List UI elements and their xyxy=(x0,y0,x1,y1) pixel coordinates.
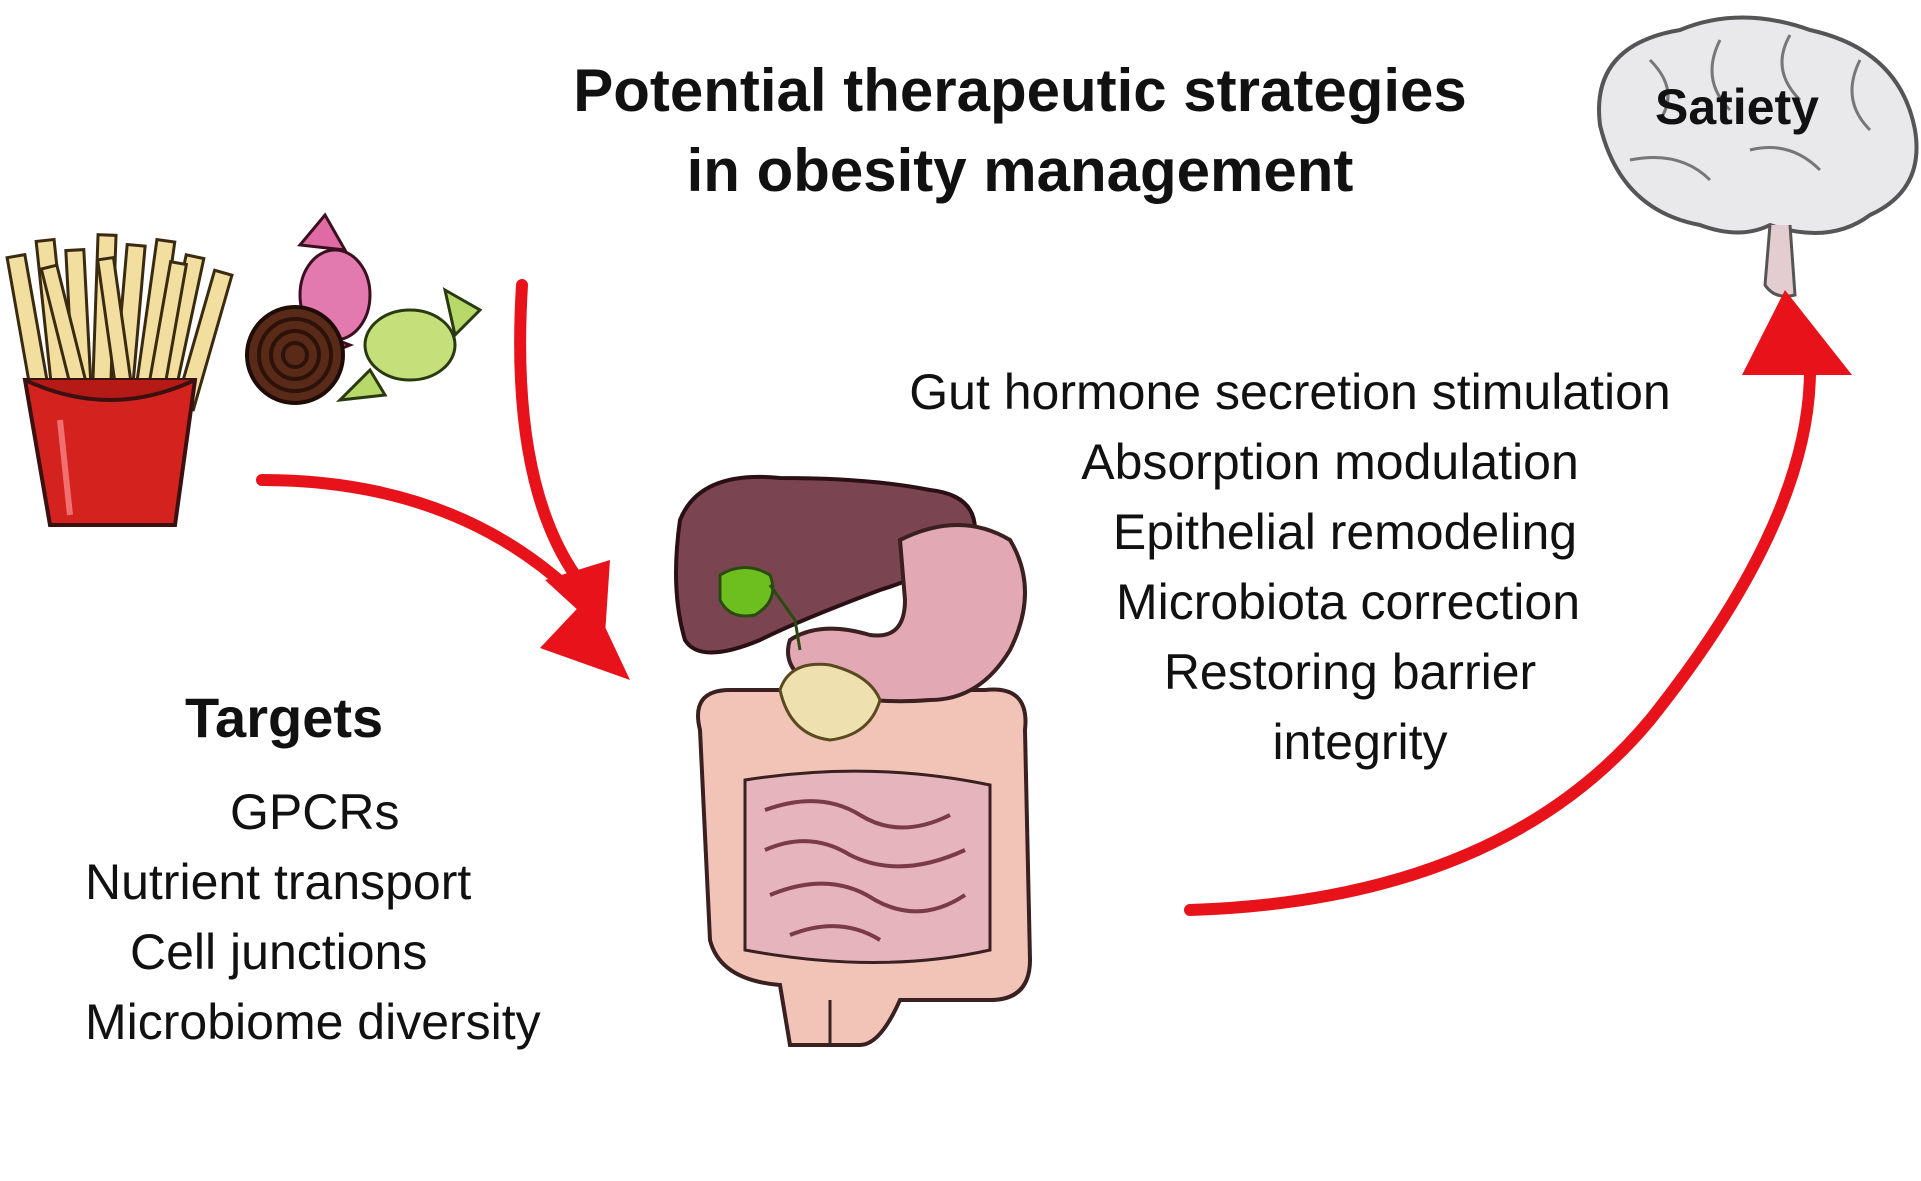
brain-label: Satiety xyxy=(1655,79,1819,135)
strategy-item: Restoring barrier xyxy=(1163,644,1537,700)
candy-icon xyxy=(245,212,483,405)
strategy-item: integrity xyxy=(1272,714,1448,770)
strategy-item: Epithelial remodeling xyxy=(1112,504,1578,560)
arrow-gut-to-brain-head xyxy=(1742,290,1852,375)
strategy-item: Absorption modulation xyxy=(1081,434,1579,490)
strategy-item: Microbiota correction xyxy=(1115,574,1581,630)
strategy-item: Gut hormone secretion stimulation xyxy=(909,364,1671,420)
fries-icon xyxy=(5,233,234,527)
arrow-candy-to-gut-head xyxy=(545,560,610,635)
arrow-candy-to-gut xyxy=(514,279,581,581)
target-item: Cell junctions xyxy=(130,924,428,980)
arrows xyxy=(256,279,1852,916)
target-item: GPCRs xyxy=(230,784,400,840)
brain-icon xyxy=(1597,15,1919,298)
target-item: Nutrient transport xyxy=(85,854,472,910)
digestive-system-icon xyxy=(674,474,1033,1047)
target-item: Microbiome diversity xyxy=(85,994,541,1050)
title-line-2: in obesity management xyxy=(686,137,1354,204)
arrow-fries-to-gut xyxy=(256,474,576,596)
title-line-1: Potential therapeutic strategies xyxy=(573,57,1467,124)
arrow-fries-to-gut-head xyxy=(540,595,630,680)
arrow-gut-to-brain xyxy=(1184,364,1816,916)
targets-heading: Targets xyxy=(185,686,384,749)
